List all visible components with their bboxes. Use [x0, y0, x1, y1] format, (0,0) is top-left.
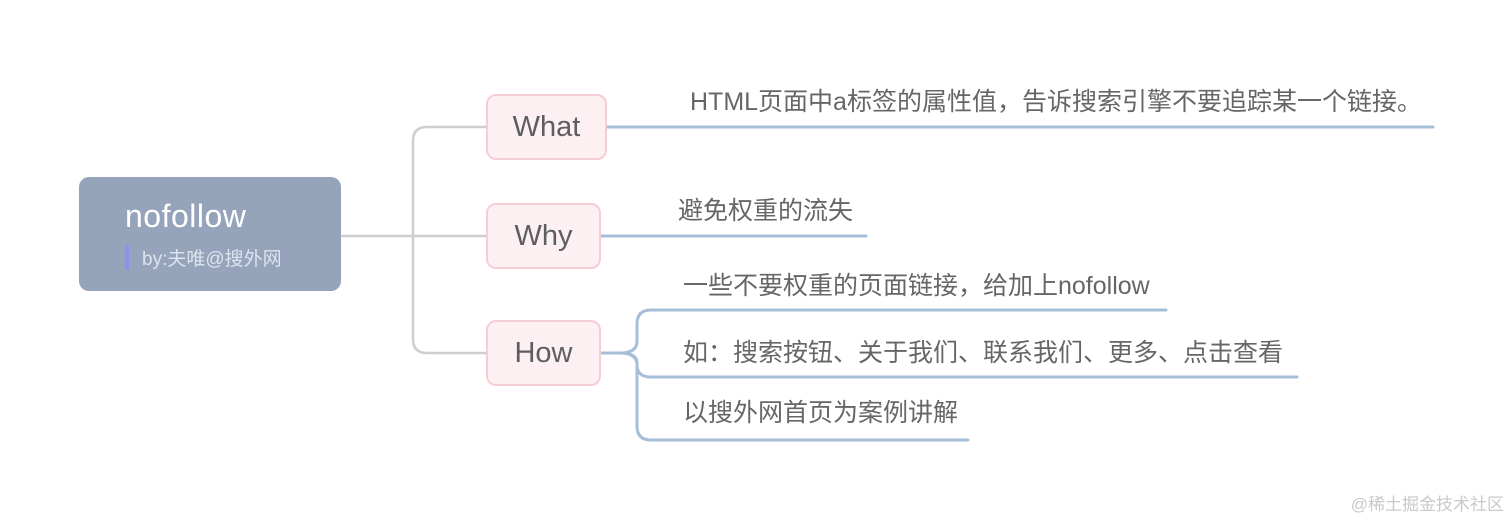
- byline-accent-bar: [125, 244, 129, 270]
- underline-how-leaf-3: [618, 351, 970, 442]
- branch-node-why[interactable]: Why: [486, 203, 601, 269]
- watermark: @稀土掘金技术社区: [1350, 495, 1504, 514]
- branch-node-what[interactable]: What: [486, 94, 607, 160]
- branch-label-why: Why: [514, 219, 573, 252]
- branch-node-how[interactable]: How: [486, 320, 601, 386]
- root-topic-byline: by:夫唯@搜外网: [125, 244, 341, 271]
- byline-text: by:夫唯@搜外网: [142, 248, 282, 270]
- connector-root-how: [411, 234, 488, 355]
- root-topic-title: nofollow: [125, 197, 247, 234]
- branch-label-what: What: [512, 110, 581, 143]
- leaf-topic-how-usage[interactable]: 一些不要权重的页面链接，给加上nofollow: [683, 272, 1150, 300]
- branch-label-how: How: [514, 336, 573, 369]
- leaf-topic-what-definition[interactable]: HTML页面中a标签的属性值，告诉搜索引擎不要追踪某一个链接。: [690, 88, 1422, 116]
- leaf-topic-how-case[interactable]: 以搜外网首页为案例讲解: [683, 399, 959, 427]
- connector-root-what: [411, 125, 488, 238]
- underline-how-leaf-1: [618, 308, 1168, 355]
- root-topic-node[interactable]: nofollow by:夫唯@搜外网: [79, 177, 341, 291]
- leaf-topic-how-examples[interactable]: 如：搜索按钮、关于我们、联系我们、更多、点击查看: [683, 339, 1284, 367]
- leaf-topic-why-reason[interactable]: 避免权重的流失: [678, 197, 854, 225]
